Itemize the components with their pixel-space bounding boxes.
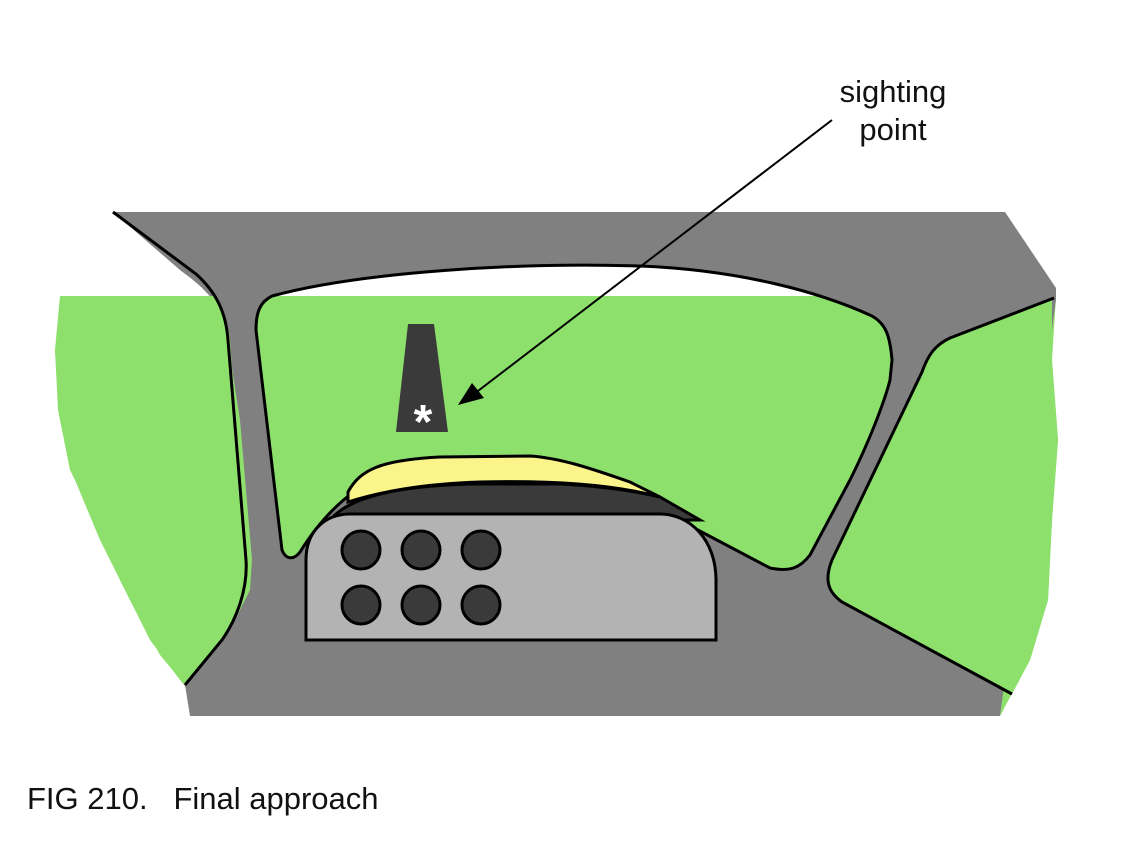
figure-title: Final approach (173, 781, 379, 816)
instrument-gauge (460, 584, 502, 626)
gauge-cluster (340, 529, 502, 626)
runway-aim-marker: * (414, 396, 433, 449)
instrument-gauge (340, 529, 382, 571)
instrument-gauge (400, 584, 442, 626)
pointer-arrow-line (473, 119, 833, 395)
runway (396, 324, 448, 432)
left-window-edge (112, 210, 248, 686)
right-window-edge (826, 296, 1055, 696)
left-side-window (55, 296, 247, 685)
figure-number: FIG 210. (27, 781, 148, 816)
instrument-gauge (460, 529, 502, 571)
cowling (326, 482, 706, 522)
figure-caption: FIG 210. Final approach (27, 781, 379, 817)
sighting-point-label-line1: sighting (840, 74, 947, 109)
instrument-gauge (400, 529, 442, 571)
pointer-arrowhead (458, 383, 484, 405)
right-side-window (827, 300, 1058, 694)
instrument-gauge (340, 584, 382, 626)
sighting-point-label-line2: point (859, 112, 927, 147)
